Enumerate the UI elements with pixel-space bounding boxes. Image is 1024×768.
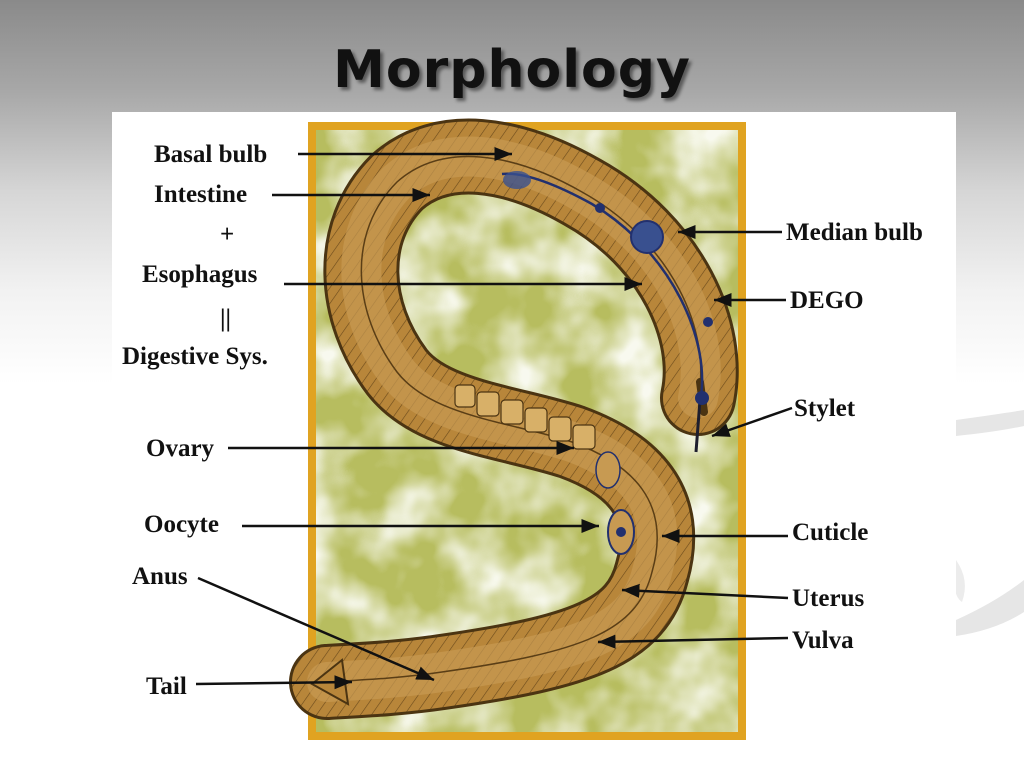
label-median-bulb: Median bulb (786, 219, 923, 246)
oocyte-shape (595, 451, 621, 489)
median-bulb-shape (630, 220, 664, 254)
decorative-swoosh (954, 410, 1024, 636)
basal-bulb-shape (503, 171, 531, 189)
label-esophagus: Esophagus (142, 261, 258, 288)
label-oocyte: Oocyte (144, 511, 219, 538)
stylet-shape (694, 399, 702, 453)
figure-panel: Basal bulb Intestine + Esophagus || Dige… (112, 112, 956, 768)
label-ovary: Ovary (146, 435, 215, 462)
label-dego: DEGO (790, 287, 864, 314)
label-vulva: Vulva (792, 627, 854, 654)
nematode-diagram: Basal bulb Intestine + Esophagus || Dige… (122, 118, 923, 740)
label-intestine: Intestine (154, 181, 247, 208)
label-uterus: Uterus (792, 585, 864, 612)
label-digestive-sys: Digestive Sys. (122, 343, 268, 370)
label-basal-bulb: Basal bulb (154, 141, 267, 168)
label-cuticle: Cuticle (792, 519, 868, 546)
label-plus: + (220, 221, 234, 248)
slide-title: Morphology (333, 40, 691, 100)
label-tail: Tail (146, 673, 187, 700)
label-stylet: Stylet (794, 395, 856, 422)
label-anus: Anus (132, 563, 188, 590)
label-equals: || (220, 305, 231, 332)
nematode-body (289, 118, 739, 720)
